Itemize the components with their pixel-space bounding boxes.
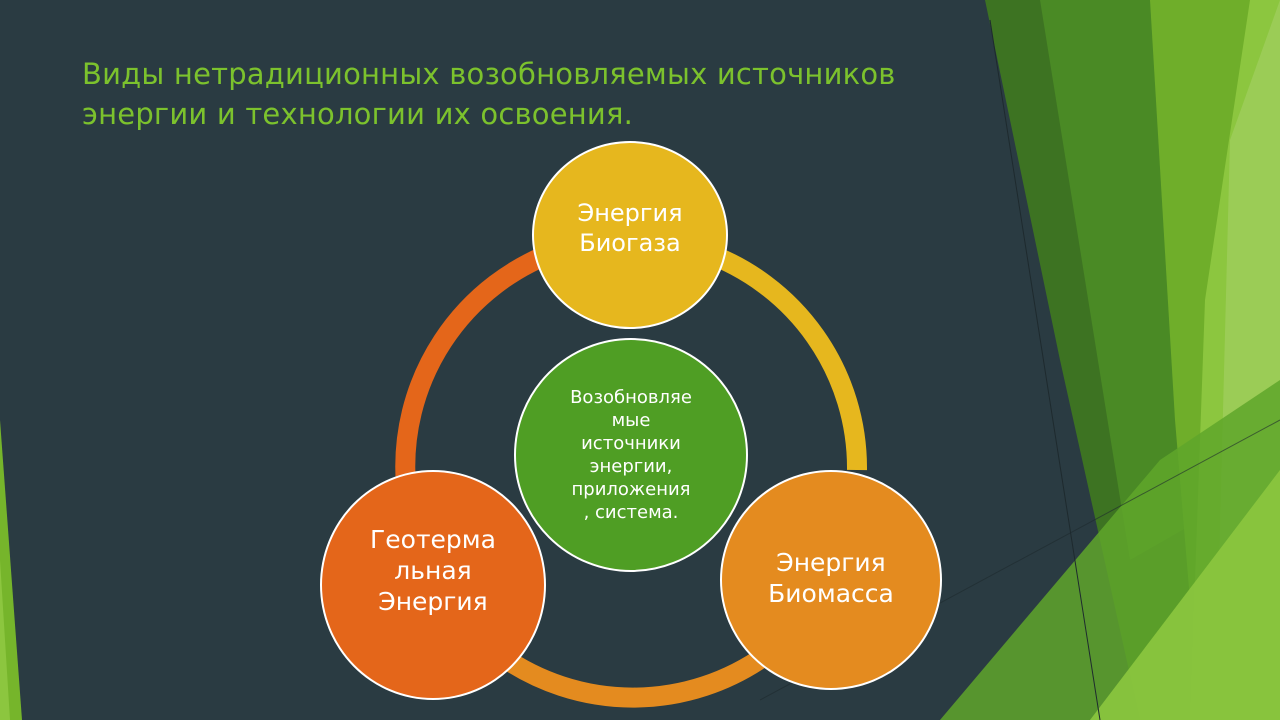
slide-title: Виды нетрадиционных возобновляемых источ…	[82, 57, 896, 131]
node-biogas-energy: Энергия Биогаза	[532, 141, 728, 329]
left-green-sliver	[0, 420, 22, 720]
left-green-sliver-light	[0, 560, 10, 720]
center-node-label: Возобновляе мые источники энергии, прило…	[570, 387, 692, 523]
node-geothermal-energy: Геотерма льная Энергия	[320, 470, 546, 700]
ring-arc-bottom	[494, 646, 772, 708]
thin-line-1	[989, 19, 1101, 720]
bottom-right-green-shard-light	[1090, 470, 1280, 720]
ring-arc-top-right	[700, 242, 868, 471]
node-biomass-label: Энергия Биомасса	[768, 548, 894, 608]
node-biogas-label: Энергия Биогаза	[577, 199, 683, 257]
node-geothermal-label: Геотерма льная Энергия	[370, 524, 496, 616]
center-node-renewable-sources: Возобновляе мые источники энергии, прило…	[514, 338, 748, 572]
ring-arc-left	[395, 240, 564, 486]
node-biomass-energy: Энергия Биомасса	[720, 470, 942, 690]
